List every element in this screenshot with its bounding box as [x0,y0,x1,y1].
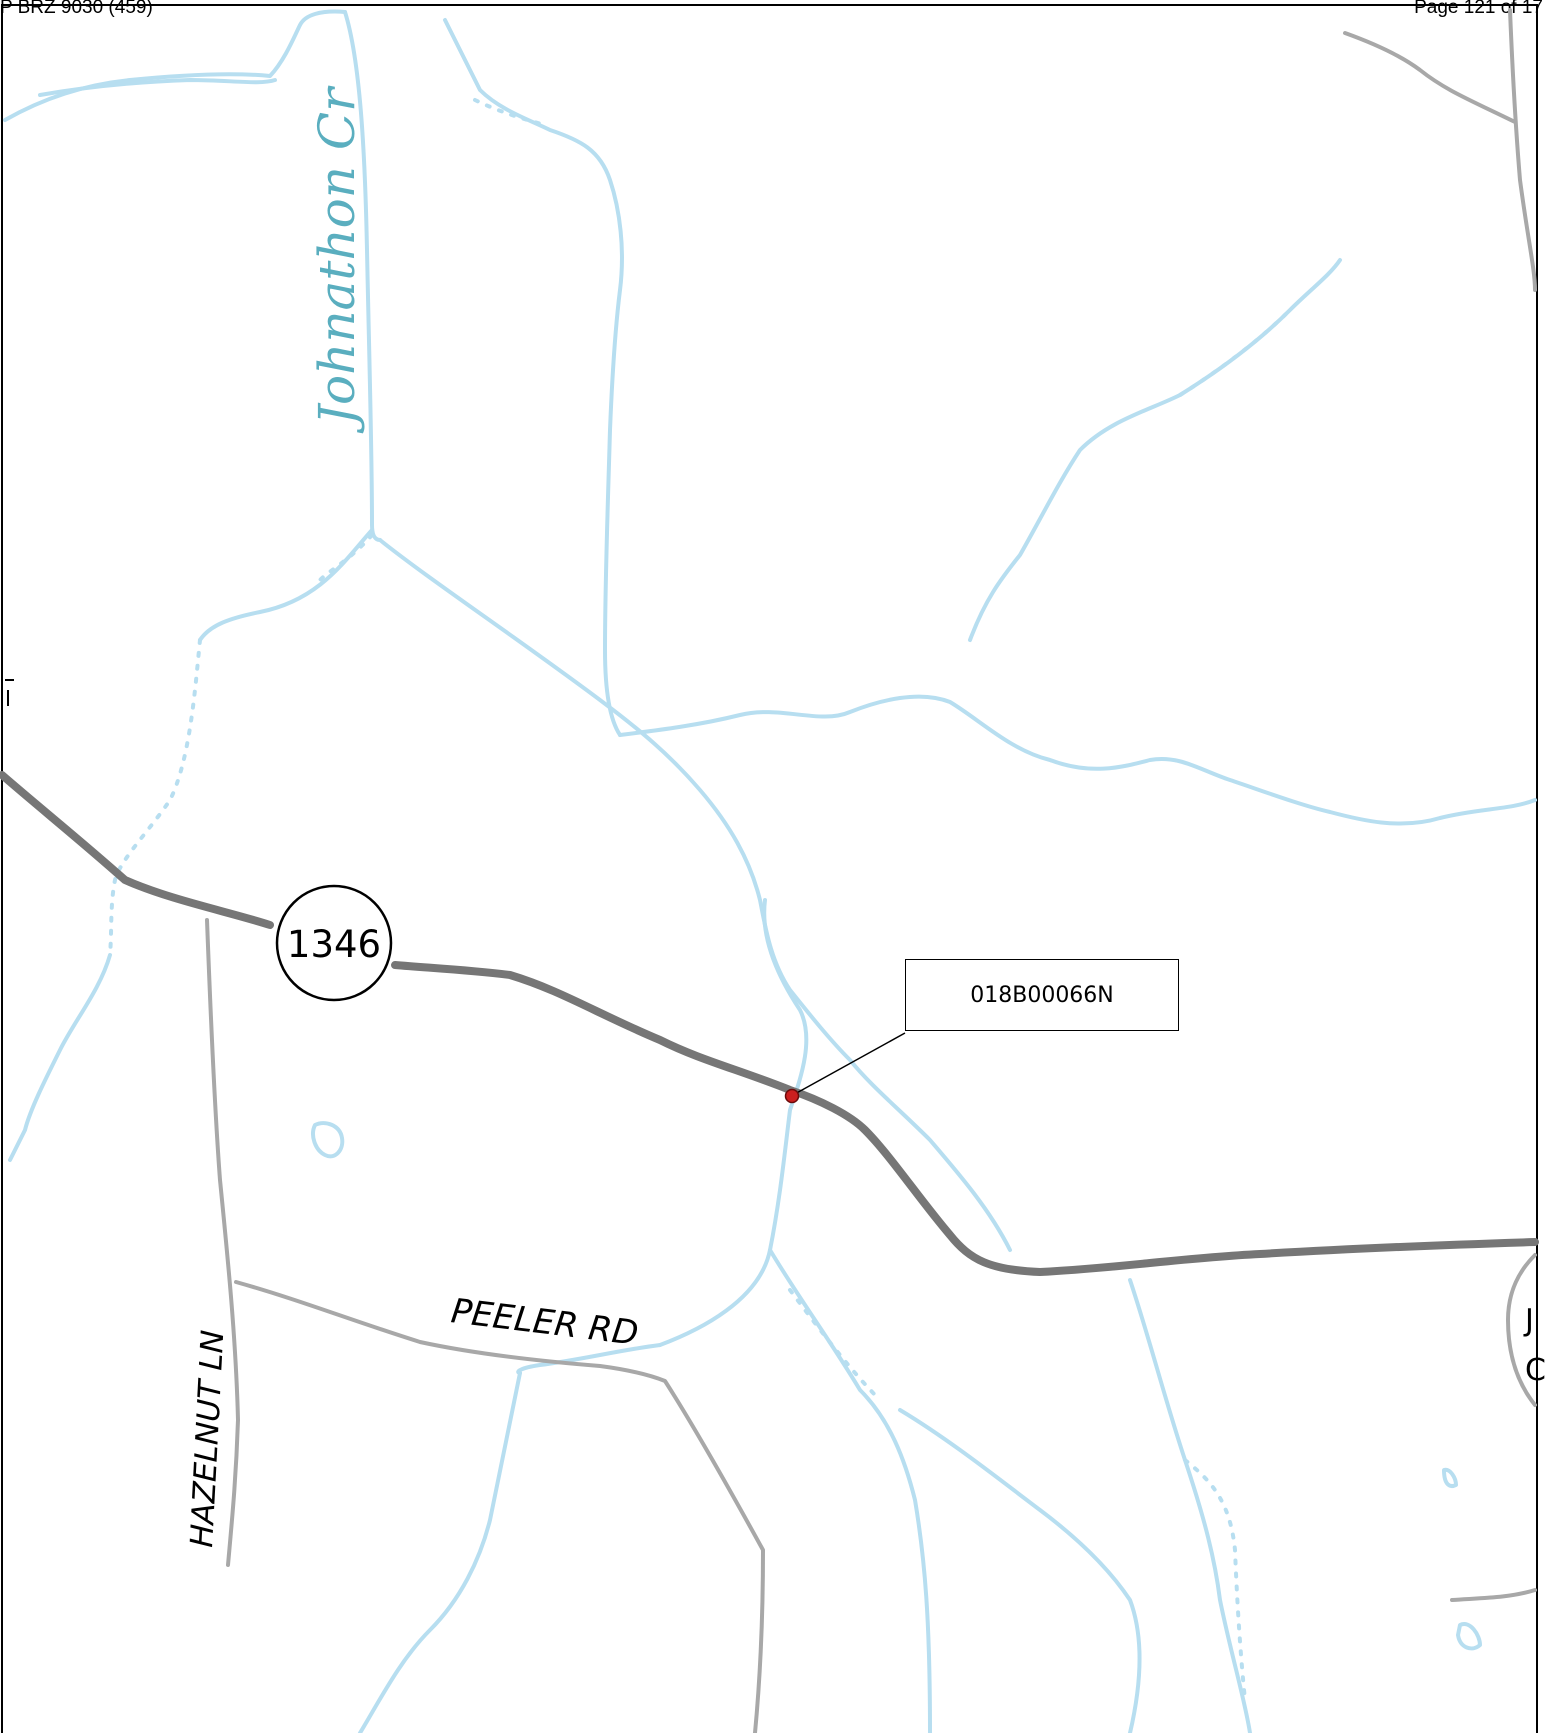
stream-lower-center-dotted [788,1288,882,1402]
stream-far-lower-east [1183,1458,1247,1702]
creek-label: Johnathon Cr [308,85,366,434]
stream-east [618,694,1537,826]
stream-left-lower [108,638,202,957]
road-right-vertical [1508,8,1537,292]
road-hazelnut-ln [205,918,240,1567]
stream-lower-east [898,1408,1142,1733]
stream-top-left-inner [38,78,277,97]
road-1346 [0,771,1539,1276]
stream-upper-middle-dotted [473,98,547,127]
stream-lower-west [358,1371,522,1733]
map-frame [1,4,1538,1733]
road-bottom-right [1450,1588,1537,1602]
stream-left-lower-solid [8,953,112,1162]
edge-label-j: J [1523,1303,1534,1338]
stream-branch-right [658,898,809,1347]
pond-3 [1456,1622,1482,1651]
stream-top-left [3,9,347,122]
stream-ne [968,258,1342,642]
road-right-bulge [1506,1253,1537,1407]
stream-left-branch [198,528,374,642]
stream-lower-center [768,1248,932,1733]
callout-leader-line [792,1032,906,1096]
pond-1 [311,1121,345,1159]
stream-main-diagonal [378,538,1012,1252]
route-shield-1346: 1346 [275,884,393,1002]
edge-label-c: C [1525,1353,1546,1388]
stream-lower-west-2 [516,1343,662,1375]
road-label-peeler: PEELER RD [449,1291,641,1354]
route-shield-label: 1346 [287,923,381,966]
stream-left-branch-dotted [318,533,374,582]
road-peeler-rd [234,1280,765,1733]
pond-2 [1442,1467,1458,1489]
structure-callout[interactable]: 018B00066N [905,959,1179,1031]
road-top-right [1343,31,1517,124]
stream-upper-middle [443,18,624,737]
stream-ne-dotted [1178,308,1292,397]
road-label-hazelnut: HAZELNUT LN [184,1329,231,1548]
bridge-marker[interactable] [784,1088,800,1104]
stream-lower-east-2 [1128,1278,1252,1733]
minor-roads [205,8,1537,1733]
streams [3,9,1537,1733]
